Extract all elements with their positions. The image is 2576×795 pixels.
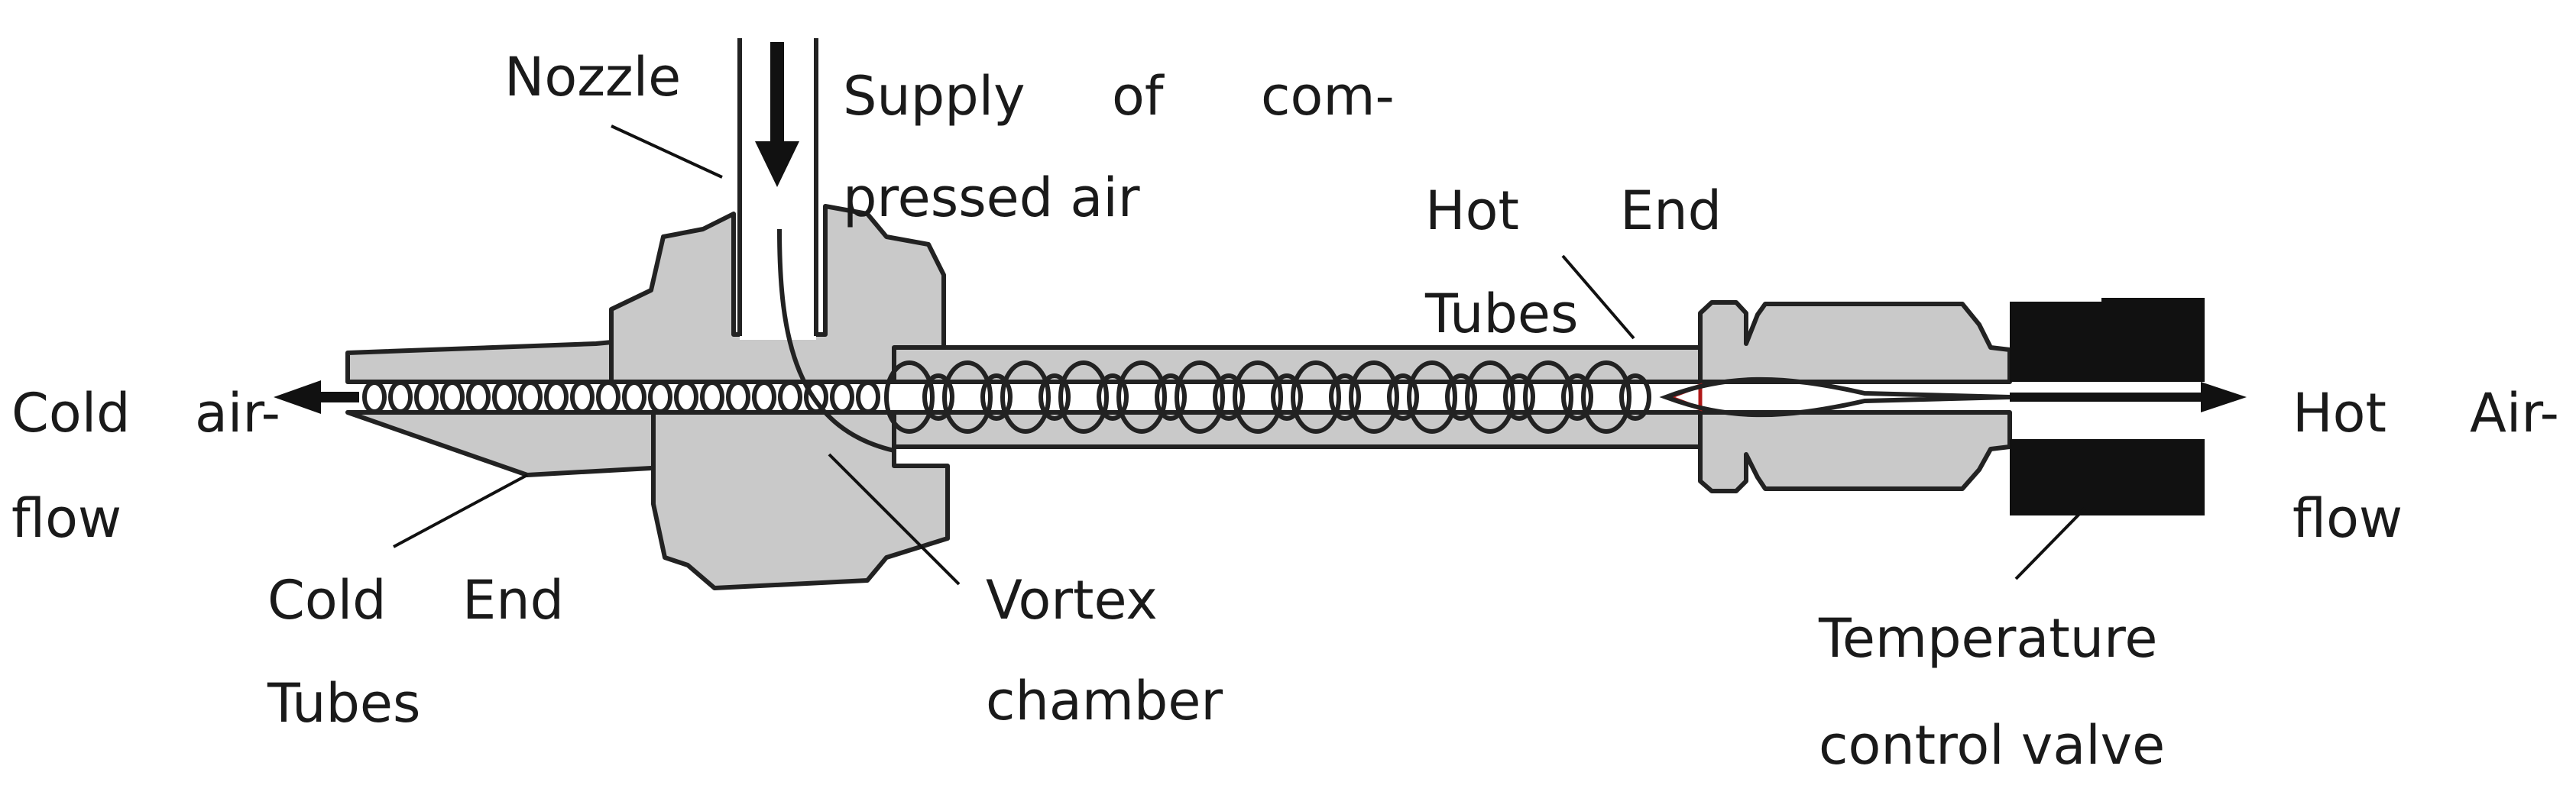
vortex-chamber-housing-bottom xyxy=(651,410,950,590)
swirl-loop-hot xyxy=(1291,360,1341,434)
swirl-loop xyxy=(726,380,750,414)
swirl-loop-hot xyxy=(1155,373,1187,421)
label-cold-airflow-word1: Cold xyxy=(11,382,131,444)
swirl-loop-hot xyxy=(1000,360,1051,434)
swirl-loop xyxy=(440,380,465,414)
supply-nozzle xyxy=(737,38,895,453)
swirl-loop-hot xyxy=(884,360,935,434)
temperature-control-valve xyxy=(2010,298,2205,515)
swirl-loop xyxy=(622,380,646,414)
swirl-loop xyxy=(830,380,854,414)
swirl-loop xyxy=(700,380,724,414)
label-hot-airflow-line2: flow xyxy=(2292,487,2403,550)
label-supply-line2: pressed air xyxy=(843,166,1140,229)
swirl-loop xyxy=(752,380,776,414)
label-nozzle: Nozzle xyxy=(504,46,681,108)
label-hot-end-word2: End xyxy=(1620,179,1722,242)
swirl-loop-hot xyxy=(1581,360,1631,434)
nozzle-swirl-entry xyxy=(777,228,895,453)
swirl-loop xyxy=(804,380,828,414)
leader-cold-end-tubes xyxy=(393,473,528,548)
swirl-loop xyxy=(362,380,387,414)
swirl-loop-hot xyxy=(922,373,954,421)
swirl-loop-hot xyxy=(1503,373,1535,421)
vortex-swirl xyxy=(362,360,1651,434)
valve-block-top-cap xyxy=(2101,298,2205,309)
swirl-loop-hot xyxy=(1233,360,1283,434)
label-cold-airflow-line2: flow xyxy=(11,487,122,550)
hot-end-coupler-top xyxy=(1698,300,2012,384)
swirl-loop-hot xyxy=(1329,373,1361,421)
leader-temperature-valve xyxy=(2014,507,2086,580)
cone-plug xyxy=(1659,376,2011,418)
swirl-loop-hot xyxy=(1116,360,1167,434)
label-hot-airflow-word1: Hot xyxy=(2292,382,2386,444)
swirl-loop xyxy=(388,380,413,414)
cold-airflow-arrow xyxy=(274,380,359,414)
label-vortex-line1: Vortex xyxy=(986,569,1158,632)
swirl-loop xyxy=(570,380,595,414)
label-hot-airflow-word2: Air- xyxy=(2470,382,2559,444)
cold-end-tube-lower xyxy=(345,410,694,477)
cold-arrow-shaft xyxy=(317,392,359,402)
label-hot-end-word1: Hot xyxy=(1425,179,1519,242)
swirl-loop-hot xyxy=(1097,373,1129,421)
leader-vortex-chamber xyxy=(828,453,961,586)
label-supply-word3: com- xyxy=(1261,65,1395,128)
swirl-loop-hot xyxy=(1523,360,1573,434)
swirl-loop-hot xyxy=(1349,360,1399,434)
swirl-loop xyxy=(518,380,543,414)
label-temperature-line2: control valve xyxy=(1819,714,2165,777)
swirl-loop xyxy=(674,380,698,414)
swirl-loop xyxy=(466,380,491,414)
swirl-loop-hot xyxy=(1039,373,1071,421)
label-hot-end-line2: Tubes xyxy=(1424,283,1578,345)
labels: Nozzle Supply of com- pressed air Hot En… xyxy=(11,46,2559,777)
swirl-loop-hot xyxy=(1213,373,1245,421)
swirl-loop-hot xyxy=(1561,373,1593,421)
swirl-loop xyxy=(492,380,517,414)
hot-airflow-arrow xyxy=(2010,382,2247,412)
swirl-loop xyxy=(856,380,880,414)
label-supply-word1: Supply xyxy=(843,65,1026,128)
valve-block-bottom xyxy=(2010,439,2205,515)
swirl-loop xyxy=(648,380,672,414)
leader-hot-end-tubes xyxy=(1561,254,1635,340)
cone-valve-plug xyxy=(1659,376,2011,418)
swirl-loop-hot xyxy=(980,373,1013,421)
cold-arrow-head xyxy=(274,380,321,414)
hot-arrow-head xyxy=(2201,382,2247,412)
supply-arrow-shaft xyxy=(770,42,784,145)
label-cold-airflow-word2: air- xyxy=(195,382,280,444)
swirl-loop-hot xyxy=(1058,360,1109,434)
swirl-loop-hot xyxy=(1175,360,1225,434)
swirl-loop xyxy=(544,380,569,414)
label-cold-end-word1: Cold xyxy=(267,569,387,632)
label-vortex-line2: chamber xyxy=(986,670,1223,732)
swirl-loop xyxy=(778,380,802,414)
label-supply-word2: of xyxy=(1112,65,1165,128)
swirl-loop-hot xyxy=(1619,373,1651,421)
swirl-loop-hot xyxy=(1387,373,1419,421)
swirl-loop-hot xyxy=(1445,373,1477,421)
swirl-loop-hot xyxy=(942,360,993,434)
leader-nozzle xyxy=(611,124,723,179)
swirl-loop-hot xyxy=(1271,373,1303,421)
supply-arrow-head xyxy=(755,141,799,187)
valve-block-top xyxy=(2010,302,2205,382)
hot-end-coupler-bottom xyxy=(1698,410,2012,493)
hot-arrow-shaft xyxy=(2010,393,2201,402)
leader-lines xyxy=(393,124,2086,586)
label-cold-end-line2: Tubes xyxy=(267,672,420,735)
label-temperature-line1: Temperature xyxy=(1818,607,2157,670)
label-cold-end-word2: End xyxy=(462,569,564,632)
vortex-chamber-housing-top xyxy=(609,204,946,384)
swirl-loop-hot xyxy=(1407,360,1457,434)
swirl-loop xyxy=(414,380,439,414)
swirl-loop xyxy=(596,380,621,414)
swirl-loop-hot xyxy=(1465,360,1515,434)
